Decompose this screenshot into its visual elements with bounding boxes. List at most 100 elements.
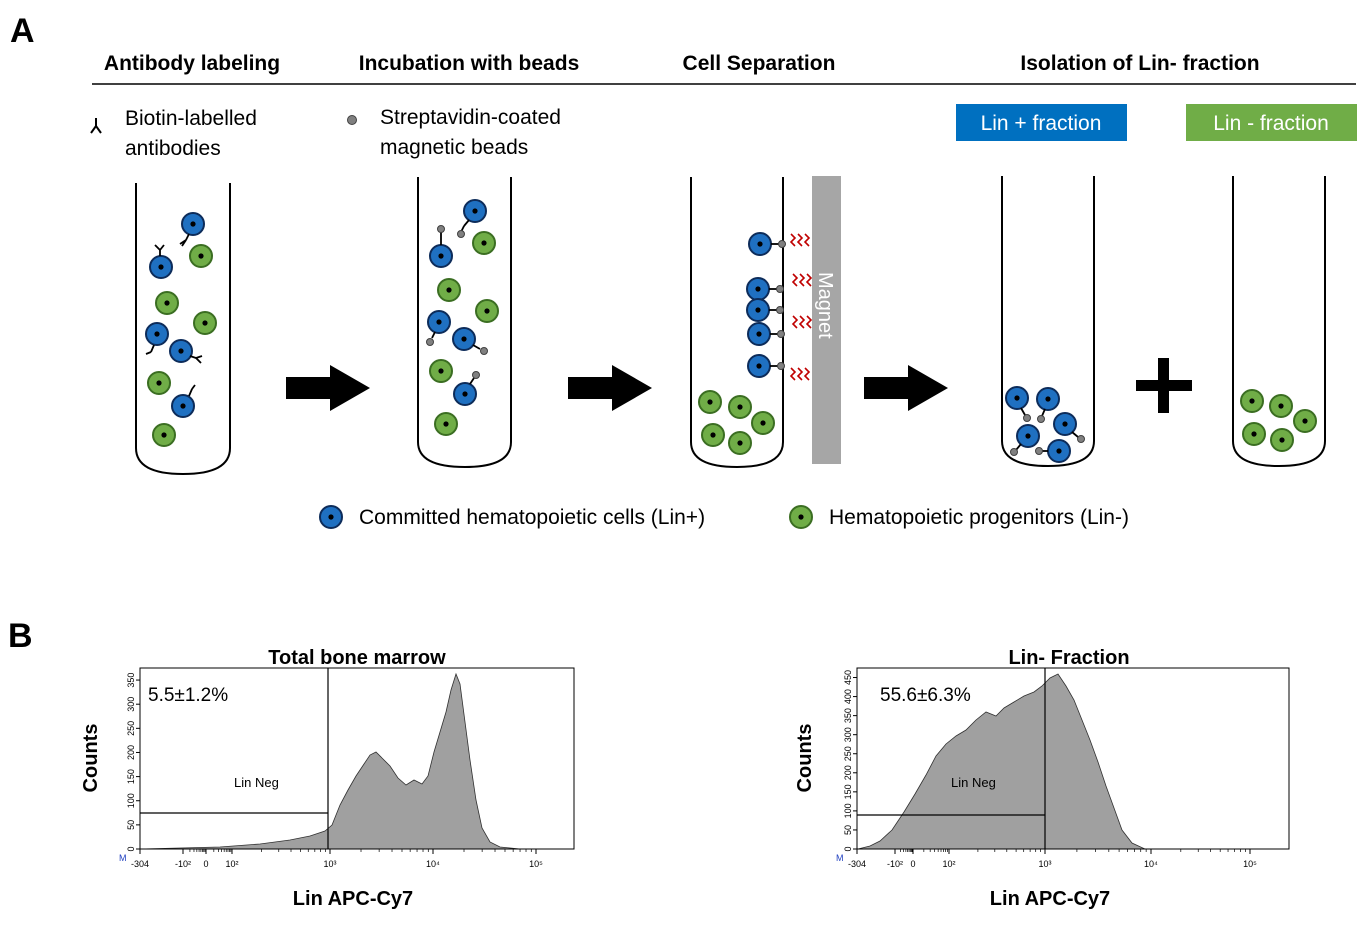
- antibody-legend-line1: Biotin-labelled: [125, 107, 257, 130]
- lin-positive-cell: [452, 327, 476, 351]
- y-tick-label: 300: [843, 727, 853, 742]
- lin-negative-cell: [155, 291, 179, 315]
- lin-negative-cell: [434, 412, 458, 436]
- tube-2-cells: [426, 199, 499, 436]
- panel-b-letter: B: [8, 617, 33, 655]
- histogram-distribution: [857, 673, 1146, 850]
- lin-positive-box-label: Lin + fraction: [981, 112, 1102, 135]
- y-tick-label: 100: [843, 803, 853, 818]
- magnetic-field-icon: [789, 233, 813, 381]
- lin-positive-cell: [453, 382, 477, 406]
- y-tick-label: 100: [126, 793, 136, 808]
- lin-positive-cell: [747, 322, 771, 346]
- y-tick-label: 350: [843, 708, 853, 723]
- y-tick-label: 0: [843, 846, 853, 851]
- tube-5-lin-negative: [1232, 176, 1326, 468]
- gate-label: Lin Neg: [951, 775, 996, 790]
- lin-positive-cell: [429, 244, 453, 268]
- lin-negative-cell: [475, 299, 499, 323]
- lin-negative-cell: [437, 278, 461, 302]
- process-arrow-2: [568, 365, 652, 411]
- panel-a-letter: A: [10, 12, 35, 50]
- lin-negative-cell: [1242, 422, 1266, 446]
- lin-negative-cell: [1293, 409, 1317, 433]
- lin-positive-cell: [1047, 439, 1071, 463]
- lin-neg-percentage: 55.6±6.3%: [880, 685, 971, 706]
- marker-label: M: [119, 853, 127, 863]
- y-tick-label: 0: [126, 846, 136, 851]
- tube-4-lin-positive: [1001, 176, 1095, 468]
- x-tick-label: 10²: [942, 859, 955, 869]
- lin-negative-cell: [1240, 389, 1264, 413]
- lin-negative-cell: [1269, 394, 1293, 418]
- lin-positive-cell: [169, 339, 193, 363]
- x-tick-label: 10³: [1038, 859, 1051, 869]
- x-tick-label: 0: [203, 859, 208, 869]
- lin-positive-cell: [463, 199, 487, 223]
- lin-negative-cell: [152, 423, 176, 447]
- lin-neg-percentage: 5.5±1.2%: [148, 685, 228, 706]
- lin-negative-cell: [728, 395, 752, 419]
- y-tick-label: 150: [126, 769, 136, 784]
- step-title-antibody-labeling: Antibody labeling: [104, 52, 280, 75]
- histogram-distribution: [140, 672, 521, 850]
- bead-legend-line2: magnetic beads: [380, 136, 528, 159]
- lin-negative-cell: [728, 431, 752, 455]
- tube-4-cells: [1005, 386, 1085, 463]
- lin-negative-box: [1186, 104, 1357, 141]
- lin-positive-cell: [1036, 387, 1060, 411]
- y-tick-label: 350: [126, 673, 136, 688]
- lin-negative-cell: [1270, 428, 1294, 452]
- y-tick-label: 400: [843, 689, 853, 704]
- y-tick-label: 250: [126, 721, 136, 736]
- magnet: [812, 176, 841, 464]
- progenitor-cell-legend-icon: [789, 505, 813, 529]
- lin-negative-box-label: Lin - fraction: [1213, 112, 1329, 135]
- y-tick-label: 150: [843, 784, 853, 799]
- plot-frame: [139, 667, 575, 850]
- step-title-isolation: Isolation of Lin- fraction: [1020, 52, 1259, 75]
- y-tick-label: 200: [126, 745, 136, 760]
- lin-positive-cell: [748, 232, 772, 256]
- x-axis-label: Lin APC-Cy7: [293, 888, 413, 910]
- antibody-legend-line2: antibodies: [125, 137, 221, 160]
- antibody-symbol-icon: [90, 118, 102, 134]
- legend-committed-label: Committed hematopoietic cells (Lin+): [359, 506, 705, 529]
- magnet-label: Magnet: [814, 272, 836, 339]
- committed-cell-legend-icon: [319, 505, 343, 529]
- lin-positive-cell: [181, 212, 205, 236]
- y-axis-label: Counts: [80, 724, 102, 793]
- lin-positive-cell: [1005, 386, 1029, 410]
- y-tick-label: 200: [843, 765, 853, 780]
- lin-positive-cell: [747, 354, 771, 378]
- bead-symbol-icon: [347, 115, 357, 125]
- tube-1: [135, 183, 231, 476]
- y-tick-label: 50: [843, 825, 853, 835]
- marker-label: M: [836, 853, 844, 863]
- lin-positive-cell: [171, 394, 195, 418]
- lin-positive-cell: [145, 322, 169, 346]
- lin-positive-cell: [746, 298, 770, 322]
- lin-negative-cell: [147, 371, 171, 395]
- histogram-lin-fraction: Lin- Fraction 55.6±6.3% Lin Neg 05010015…: [794, 647, 1290, 910]
- step-title-incubation: Incubation with beads: [359, 52, 580, 75]
- tube-5-cells: [1240, 389, 1317, 452]
- tube-3: [690, 177, 784, 469]
- x-tick-label: 10³: [323, 859, 336, 869]
- y-tick-label: 50: [126, 820, 136, 830]
- x-tick-label: -10²: [887, 859, 903, 869]
- x-tick-label: 10⁵: [1243, 859, 1257, 869]
- lin-positive-cell: [149, 255, 173, 279]
- step-title-cell-separation: Cell Separation: [683, 52, 836, 75]
- lin-negative-cell: [698, 390, 722, 414]
- x-tick-label: 10²: [225, 859, 238, 869]
- lin-negative-cell: [189, 244, 213, 268]
- x-tick-label: 10⁴: [1144, 859, 1158, 869]
- tube-1-cells: [145, 212, 217, 447]
- lin-negative-cell: [429, 359, 453, 383]
- y-tick-label: 450: [843, 670, 853, 685]
